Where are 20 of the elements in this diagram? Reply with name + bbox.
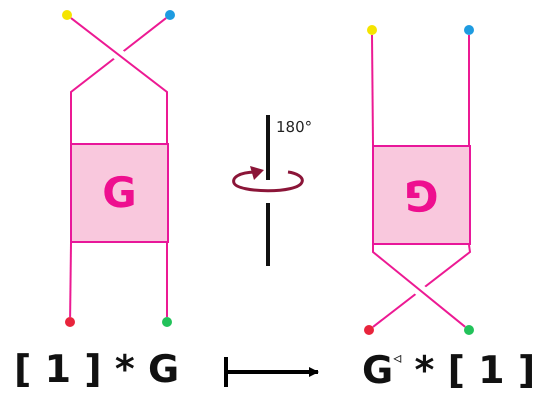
strand-end-dot bbox=[364, 325, 374, 335]
strand-line bbox=[69, 242, 72, 318]
strand-line bbox=[166, 243, 168, 317]
strand-end-dot bbox=[464, 25, 474, 35]
strand-end-dot bbox=[65, 317, 75, 327]
tangle-box bbox=[70, 143, 169, 243]
box-letter: G bbox=[404, 174, 439, 216]
tangle-box bbox=[372, 145, 471, 245]
strand-line bbox=[371, 34, 374, 146]
rotation-angle-label: 180° bbox=[276, 118, 312, 136]
strand-end-dot bbox=[162, 317, 172, 327]
strand-end-dot bbox=[367, 25, 377, 35]
strand-end-dot bbox=[165, 10, 175, 20]
box-letter: G bbox=[102, 172, 137, 214]
strand-end-dot bbox=[62, 10, 72, 20]
strand-end-dot bbox=[464, 325, 474, 335]
maps-to-arrow bbox=[224, 357, 319, 387]
strand-line bbox=[468, 35, 470, 145]
formula: G$^{◃}$ * [ 1 ] bbox=[362, 350, 534, 394]
formula: [ 1 ] * G bbox=[14, 350, 184, 394]
